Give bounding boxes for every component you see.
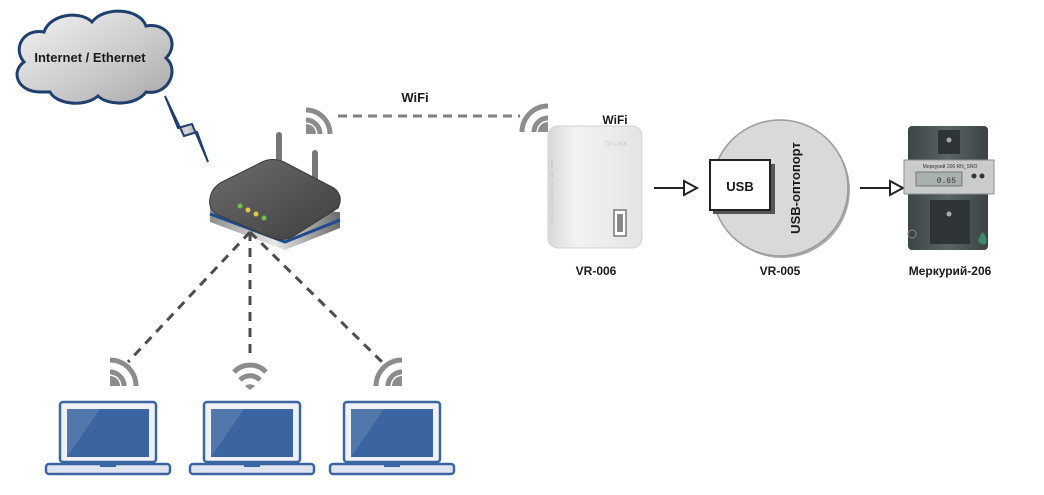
wifi-signal-icon	[373, 357, 403, 387]
meter-seal	[978, 232, 987, 245]
laptop-screen	[211, 409, 293, 457]
arrowhead-icon	[683, 179, 700, 197]
meter-bottom-slot	[930, 200, 970, 244]
vr-006-label: VR-006	[576, 264, 617, 278]
router-top	[209, 159, 341, 241]
router-led	[237, 203, 243, 209]
laptop-screen	[67, 409, 149, 457]
vr-006-brand: TP-LINK	[604, 142, 627, 148]
usb-box	[709, 159, 771, 211]
meter-terminal	[907, 229, 917, 239]
laptop-screen-glare	[67, 409, 100, 457]
vr-005-device: USB USB-оптопорт VR-005	[709, 119, 850, 278]
wifi-signal-icon	[232, 362, 268, 390]
meter-led	[971, 173, 977, 179]
vr-006-wifi-label: WiFi	[602, 113, 627, 127]
usb-label: USB	[726, 179, 753, 194]
arrow-to-vr-005	[654, 179, 700, 197]
laptop-center	[188, 400, 316, 476]
vr-005-label: VR-005	[760, 264, 801, 278]
laptop-screen	[351, 409, 433, 457]
laptops	[44, 400, 456, 476]
laptop-screen-glare	[351, 409, 384, 457]
laptop-links	[126, 230, 384, 364]
link-laptop-left	[126, 230, 252, 364]
laptop-screen-glare	[211, 409, 244, 457]
meter-screw	[946, 211, 952, 217]
wifi-link: WiFi	[338, 90, 520, 118]
link-laptop-right	[248, 230, 384, 364]
internet-cloud: Internet / Ethernet	[15, 9, 174, 105]
arrow-to-meter	[860, 179, 906, 197]
meter-label: Меркурий-206	[909, 264, 992, 278]
wifi-signal-icon	[109, 357, 139, 387]
meter-led	[979, 173, 985, 179]
router-led	[245, 207, 251, 213]
laptop-right	[328, 400, 456, 476]
usb-port-inner	[617, 214, 623, 232]
laptop-left	[44, 400, 172, 476]
meter-brand: Меркурий 206 RN_SNO	[923, 163, 978, 170]
vr-006-device: TP-LINK WiFi VR-006	[547, 113, 643, 278]
router-led	[253, 211, 259, 217]
router-led	[261, 215, 267, 221]
cloud-label: Internet / Ethernet	[34, 50, 146, 65]
wifi-signal-icon	[305, 107, 333, 135]
mercury-206-meter: Меркурий 206 RN_SNO 0.65 Меркурий-206	[903, 126, 995, 278]
laptop-notch	[100, 464, 116, 467]
router-band	[209, 212, 341, 244]
laptop-notch	[244, 464, 260, 467]
lightning-bolt-icon	[164, 95, 209, 163]
wifi-link-label: WiFi	[401, 90, 428, 105]
cloud-shape	[15, 9, 174, 105]
laptop-notch	[384, 464, 400, 467]
vr-006-body	[547, 125, 643, 249]
wifi-signal-icon	[519, 103, 549, 133]
usb-optoport-label: USB-оптопорт	[788, 142, 803, 234]
meter-display-value: 0.65	[937, 177, 956, 186]
meter-screw	[946, 137, 952, 143]
arrowhead-icon	[889, 179, 906, 197]
meter-display	[915, 171, 963, 187]
router	[209, 132, 341, 250]
